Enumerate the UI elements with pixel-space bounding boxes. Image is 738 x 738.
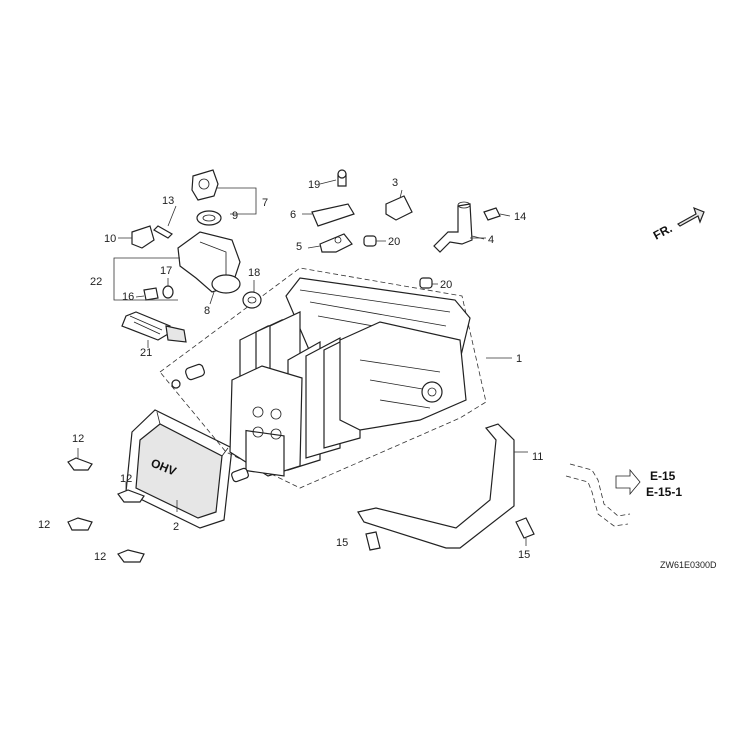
- label-12-c: 12: [38, 519, 50, 531]
- label-18: 18: [248, 267, 260, 279]
- bolt-15-b[interactable]: [515, 517, 535, 546]
- reference-e-15-1[interactable]: E-15-1: [646, 485, 682, 499]
- label-13: 13: [162, 195, 174, 207]
- cylinder-head-cover[interactable]: OHV: [125, 409, 233, 529]
- direction-arrow-icon: [677, 206, 705, 227]
- reference-e-15[interactable]: E-15: [650, 469, 676, 483]
- muffler-bracket[interactable]: [357, 423, 528, 549]
- label-20-b: 20: [440, 279, 452, 291]
- label-12-b: 12: [120, 473, 132, 485]
- label-16: 16: [122, 291, 134, 303]
- label-5: 5: [296, 241, 302, 253]
- label-15-b: 15: [518, 549, 530, 561]
- label-21: 21: [140, 347, 152, 359]
- label-12-a: 12: [72, 433, 84, 445]
- breather-hose[interactable]: [565, 463, 641, 527]
- label-10: 10: [104, 233, 116, 245]
- label-20-a: 20: [388, 236, 400, 248]
- label-11: 11: [532, 451, 543, 463]
- label-2: 2: [173, 521, 179, 533]
- label-9: 9: [232, 210, 238, 222]
- governor-small-parts[interactable]: [311, 169, 433, 289]
- label-17: 17: [160, 265, 172, 277]
- bolt-12-a[interactable]: [67, 448, 93, 471]
- label-7: 7: [262, 197, 268, 209]
- bolt-12-b[interactable]: [117, 482, 145, 503]
- lever-assembly[interactable]: [433, 201, 501, 253]
- reference-arrow-icon: [615, 468, 641, 496]
- label-15-a: 15: [336, 537, 348, 549]
- label-19: 19: [308, 179, 320, 191]
- label-4: 4: [488, 234, 494, 246]
- spark-plug[interactable]: [121, 311, 187, 348]
- bolt-12-c[interactable]: [67, 517, 93, 531]
- label-22: 22: [90, 276, 102, 288]
- label-14: 14: [514, 211, 526, 223]
- bolt-12-d[interactable]: [117, 549, 145, 563]
- label-1: 1: [516, 353, 522, 365]
- direction-label: FR.: [651, 221, 675, 242]
- label-12-d: 12: [94, 551, 106, 563]
- bolt-15-a[interactable]: [365, 531, 381, 551]
- label-8: 8: [204, 305, 210, 317]
- diagram-code: ZW61E0300D: [660, 560, 717, 570]
- front-direction-indicator: FR.: [651, 206, 705, 243]
- label-3: 3: [392, 177, 398, 189]
- label-6: 6: [290, 209, 296, 221]
- intake-assembly[interactable]: [113, 169, 262, 309]
- cylinder-block[interactable]: [159, 267, 487, 489]
